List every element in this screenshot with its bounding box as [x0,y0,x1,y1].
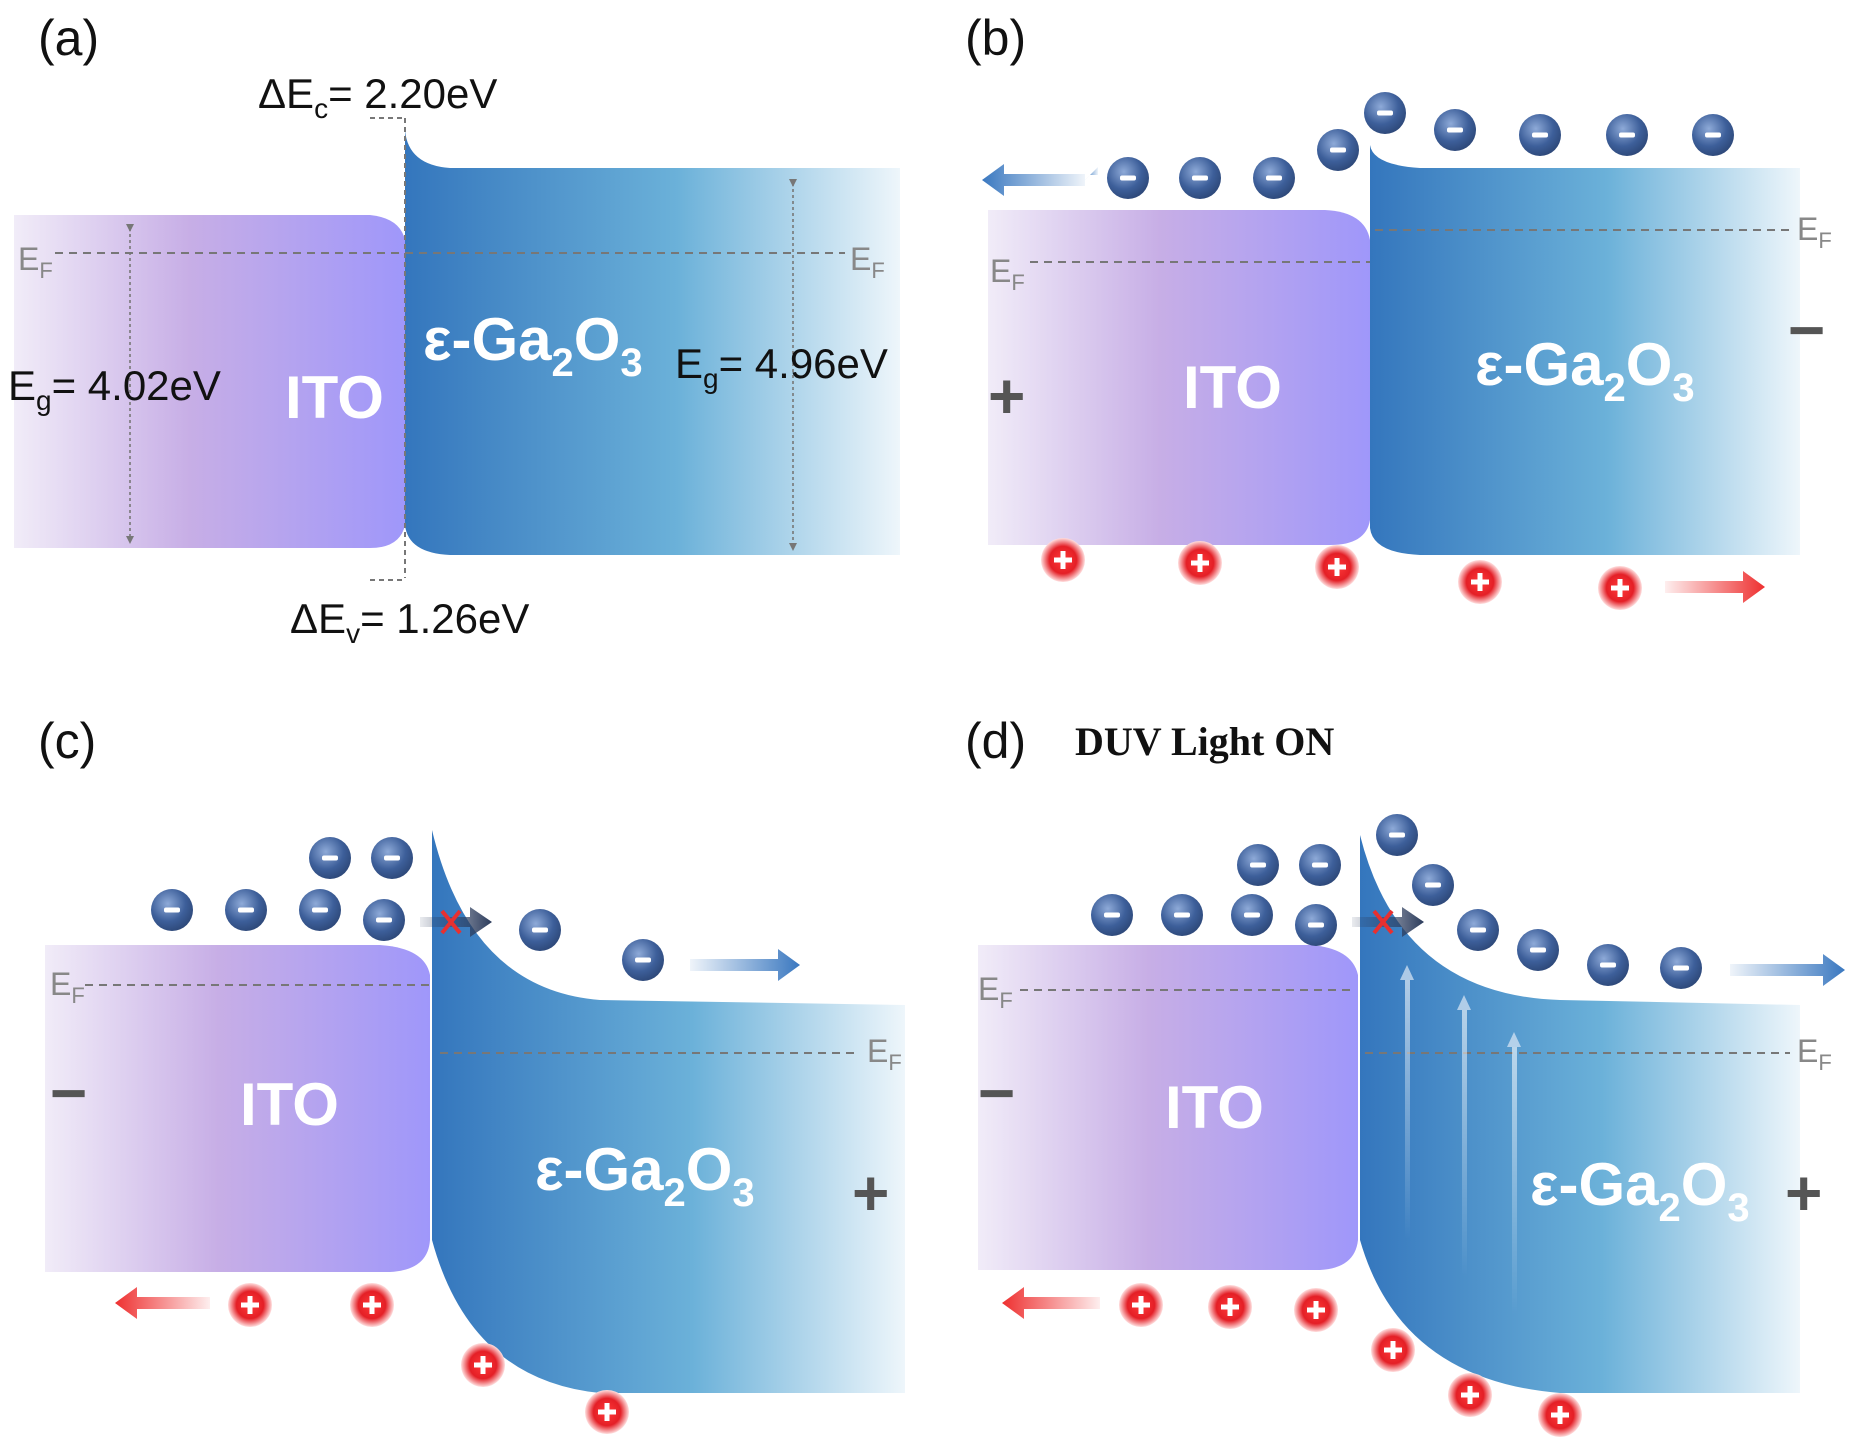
panel-a-label: (a) [38,10,99,66]
ef-label-b-left: EF [990,253,1025,295]
ga-band-c [432,830,905,1393]
electron-d-3 [1231,894,1273,936]
electron-arrow-b [1085,167,1098,180]
ito-band-c [45,945,430,1272]
ito-band-a [14,215,405,548]
blocked-transport-d [1352,907,1424,937]
ef-label-c-right: EF [867,1033,902,1075]
electron-arrow-left-b [982,164,1085,196]
ito-label-b: ITO [1183,354,1282,421]
electron-arrow-right-d [1730,954,1845,986]
electron-c-3 [299,889,341,931]
electron-d-11 [1587,944,1629,986]
duv-light-title: DUV Light ON [1075,719,1334,764]
plus-sign-c: + [852,1157,889,1229]
ef-label-c-left: EF [50,966,85,1008]
electron-d-10 [1517,929,1559,971]
photo-excitation-arrows [1400,965,1521,1315]
ef-label-b-right: EF [1797,211,1832,253]
hole-d-4 [1371,1328,1415,1372]
hole-d-3 [1294,1288,1338,1332]
hole-c-2 [350,1283,394,1327]
electron-c-6 [371,837,413,879]
ef-label-a-right: EF [850,241,885,283]
electron-arrow-right-c [690,949,800,981]
blocked-transport-c [420,907,492,937]
minus-sign-d: − [978,1057,1015,1129]
electron-b-2 [1179,157,1221,199]
electron-b-8 [1606,114,1648,156]
electron-b-3 [1253,157,1295,199]
electron-d-6 [1299,844,1341,886]
electron-b-5 [1364,92,1406,134]
ito-label-a: ITO [285,364,384,431]
electron-c-4 [363,899,405,941]
electron-c-1 [151,889,193,931]
hole-c-4 [585,1390,629,1434]
eg-right-label: Eg= 4.96eV [675,340,888,394]
electron-b-9 [1692,114,1734,156]
ito-label-c: ITO [240,1071,339,1138]
electron-d-1 [1091,894,1133,936]
hole-b-2 [1178,541,1222,585]
ef-label-d-right: EF [1797,1033,1832,1075]
ga2o3-label-a: ε-Ga2O3 [423,306,643,385]
ito-label-d: ITO [1165,1074,1264,1141]
hole-arrow-left-d [1002,1287,1100,1319]
carrier-marks [115,92,1845,1437]
electron-d-8 [1412,864,1454,906]
ga-band-a [405,130,900,555]
electron-b-7 [1519,114,1561,156]
hole-arrow-right-b [1665,571,1765,603]
panel-b-label: (b) [965,10,1026,66]
hole-b-3 [1315,545,1359,589]
electron-d-12 [1660,947,1702,989]
ga2o3-label-c: ε-Ga2O3 [535,1136,755,1215]
ga2o3-label-b: ε-Ga2O3 [1475,331,1695,410]
ga2o3-label-d: ε-Ga2O3 [1530,1151,1750,1230]
electron-c-2 [225,889,267,931]
electron-d-4 [1295,904,1337,946]
ef-label-a-left: EF [18,241,53,283]
ga-band-d [1360,835,1800,1393]
panel-d-label: (d) [965,713,1026,769]
hole-d-2 [1208,1285,1252,1329]
electron-d-5 [1237,844,1279,886]
delta-ec-label: ΔEc= 2.20eV [258,70,497,124]
panel-c-label: (c) [38,713,96,769]
ef-label-d-left: EF [978,971,1013,1013]
electron-c-7 [519,909,561,951]
ga-band-b [1370,145,1800,555]
panel-d: (d) DUV Light ON EF EF ITO ε-Ga2O3 − + [965,713,1832,1393]
plus-sign-b: + [988,360,1025,432]
ito-band-b [988,210,1370,545]
hole-arrow-left-c [115,1287,210,1319]
hole-d-6 [1538,1393,1582,1437]
delta-ev-label: ΔEv= 1.26eV [290,595,529,649]
hole-d-5 [1448,1373,1492,1417]
eg-left-label: Eg= 4.02eV [8,362,221,416]
electron-b-6 [1434,109,1476,151]
hole-b-1 [1041,538,1085,582]
hole-c-1 [228,1283,272,1327]
panel-a: (a) EF EF ΔEc= 2.20eV ΔEv= 1.26eV Eg= 4.… [8,10,900,649]
panel-b: (b) EF EF ITO ε-Ga2O3 + − [965,10,1832,555]
hole-b-5 [1598,566,1642,610]
electron-b-4 [1317,129,1359,171]
electron-d-2 [1161,894,1203,936]
panel-c: (c) EF EF ITO ε-Ga2O3 − + [38,713,905,1393]
hole-b-4 [1458,560,1502,604]
minus-sign-b: − [1788,294,1825,366]
electron-c-5 [309,837,351,879]
plus-sign-d: + [1785,1157,1822,1229]
electron-b-1 [1107,157,1149,199]
electron-c-8 [622,939,664,981]
ito-band-d [978,945,1358,1270]
electron-d-9 [1457,909,1499,951]
hole-c-3 [461,1343,505,1387]
hole-d-1 [1119,1283,1163,1327]
electron-d-7 [1376,814,1418,856]
minus-sign-c: − [50,1057,87,1129]
